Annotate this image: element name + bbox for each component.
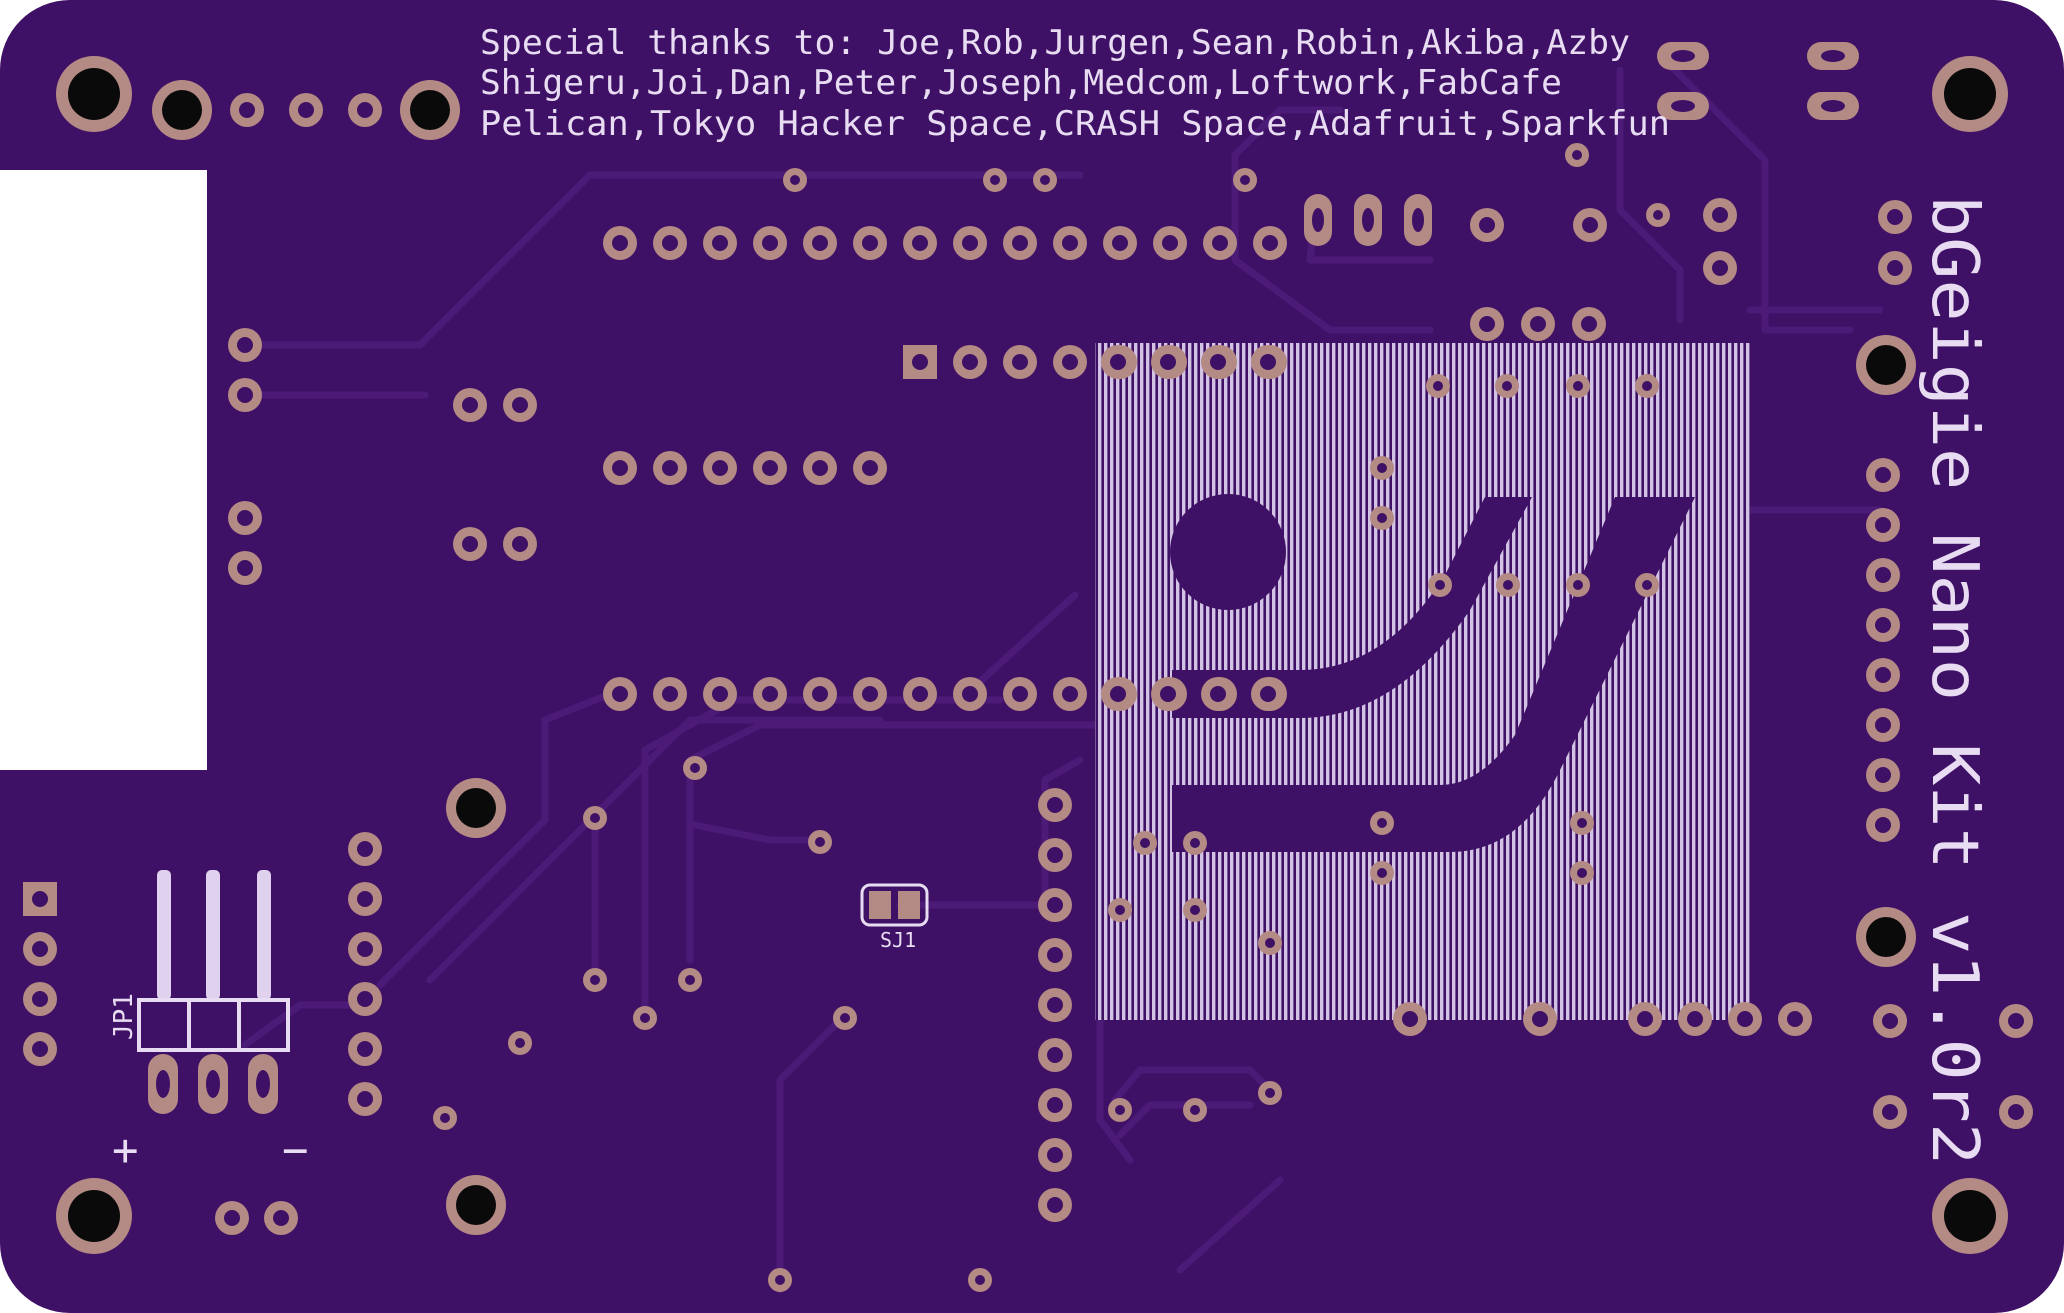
logo-dot [1170,494,1286,610]
pad-group [23,42,2033,1292]
thanks-line-1: Special thanks to: Joe,Rob,Jurgen,Sean,R… [480,23,1630,63]
sj1-label: SJ1 [880,928,916,952]
sj1-outline [860,883,929,927]
header-jp1-label: JP1 [109,993,139,1040]
header-pin-1 [157,870,171,1000]
product-title: bGeigie Nano Kit v1.0r2 [1917,195,1991,1165]
solder-jumper-sj1: SJ1 [860,883,929,952]
logo-stroke-right [1172,497,1695,852]
plus-label: + [112,1125,139,1176]
thanks-line-2: Shigeru,Joi,Dan,Peter,Joseph,Medcom,Loft… [480,63,1562,103]
header-jp1: JP1 + − [109,870,309,1176]
sj1-pad-left [869,891,891,919]
header-body [137,998,290,1052]
sj1-pad-right [898,891,920,919]
header-pin-3 [257,870,271,1000]
minus-label: − [282,1125,309,1176]
thanks-line-3: Pelican,Tokyo Hacker Space,CRASH Space,A… [480,104,1670,144]
header-pin-2 [206,870,220,1000]
